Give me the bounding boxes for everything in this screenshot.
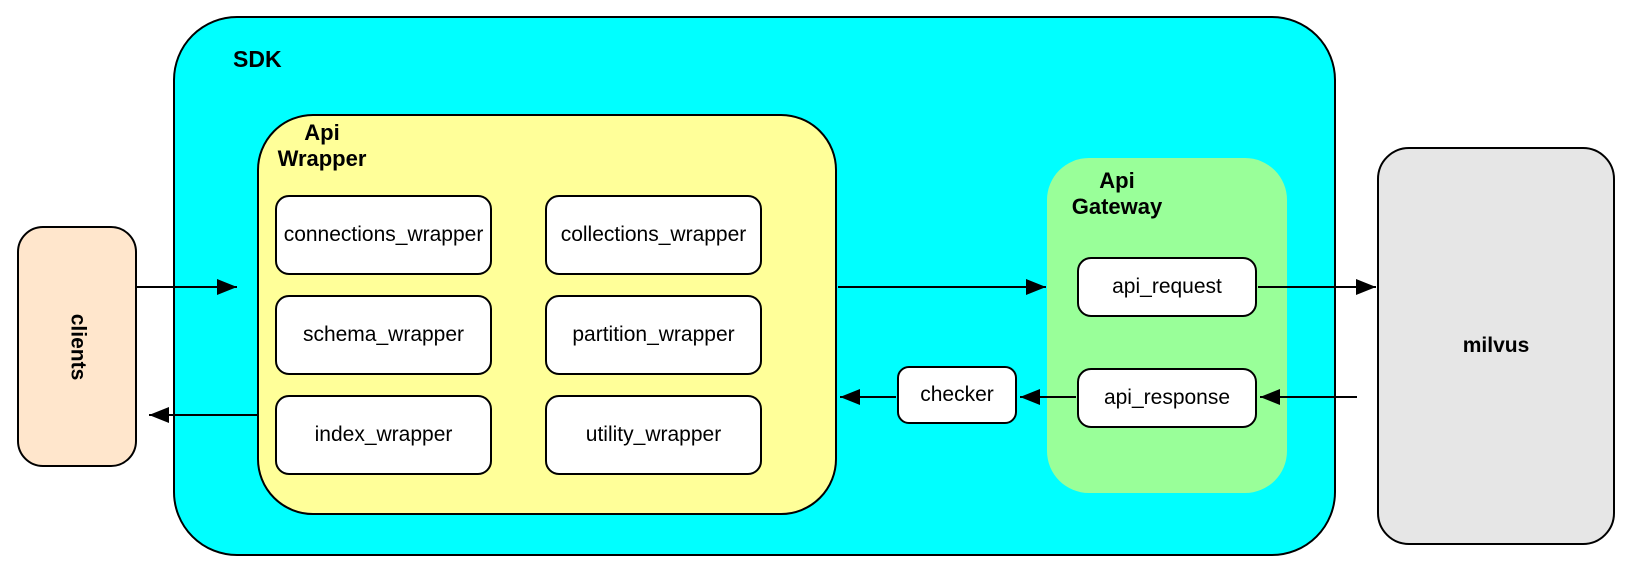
api-request-node: api_request [1077,257,1257,317]
milvus-node: milvus [1377,147,1615,545]
index-wrapper-node: index_wrapper [275,395,492,475]
api-gateway-label-line2: Gateway [1071,194,1163,219]
partition-wrapper-node: partition_wrapper [545,295,762,375]
milvus-label: milvus [1462,334,1530,357]
api-gateway-label-line1: Api [1099,168,1135,193]
clients-label: clients [66,313,89,380]
sdk-label: SDK [233,46,282,72]
api-wrapper-label-line1: Api [304,120,340,145]
clients-node: clients [17,226,137,467]
api-response-label: api_response [1103,386,1231,409]
api-response-node: api_response [1077,368,1257,428]
partition-wrapper-label: partition_wrapper [572,323,735,346]
api-gateway-label: Api Gateway [1062,168,1172,220]
utility-wrapper-node: utility_wrapper [545,395,762,475]
checker-label: checker [920,383,994,406]
index-wrapper-label: index_wrapper [314,423,453,446]
schema-wrapper-node: schema_wrapper [275,295,492,375]
api-wrapper-label-line2: Wrapper [277,146,367,171]
connections-wrapper-node: connections_wrapper [275,195,492,275]
api-request-label: api_request [1112,275,1222,298]
checker-node: checker [897,366,1017,424]
collections-wrapper-label: collections_wrapper [560,223,747,246]
collections-wrapper-node: collections_wrapper [545,195,762,275]
connections-wrapper-label: connections_wrapper [283,223,484,246]
api-wrapper-label: Api Wrapper [267,120,377,172]
utility-wrapper-label: utility_wrapper [585,423,722,446]
api-gateway-container: Api Gateway api_request api_response [1047,158,1287,493]
schema-wrapper-label: schema_wrapper [302,323,465,346]
